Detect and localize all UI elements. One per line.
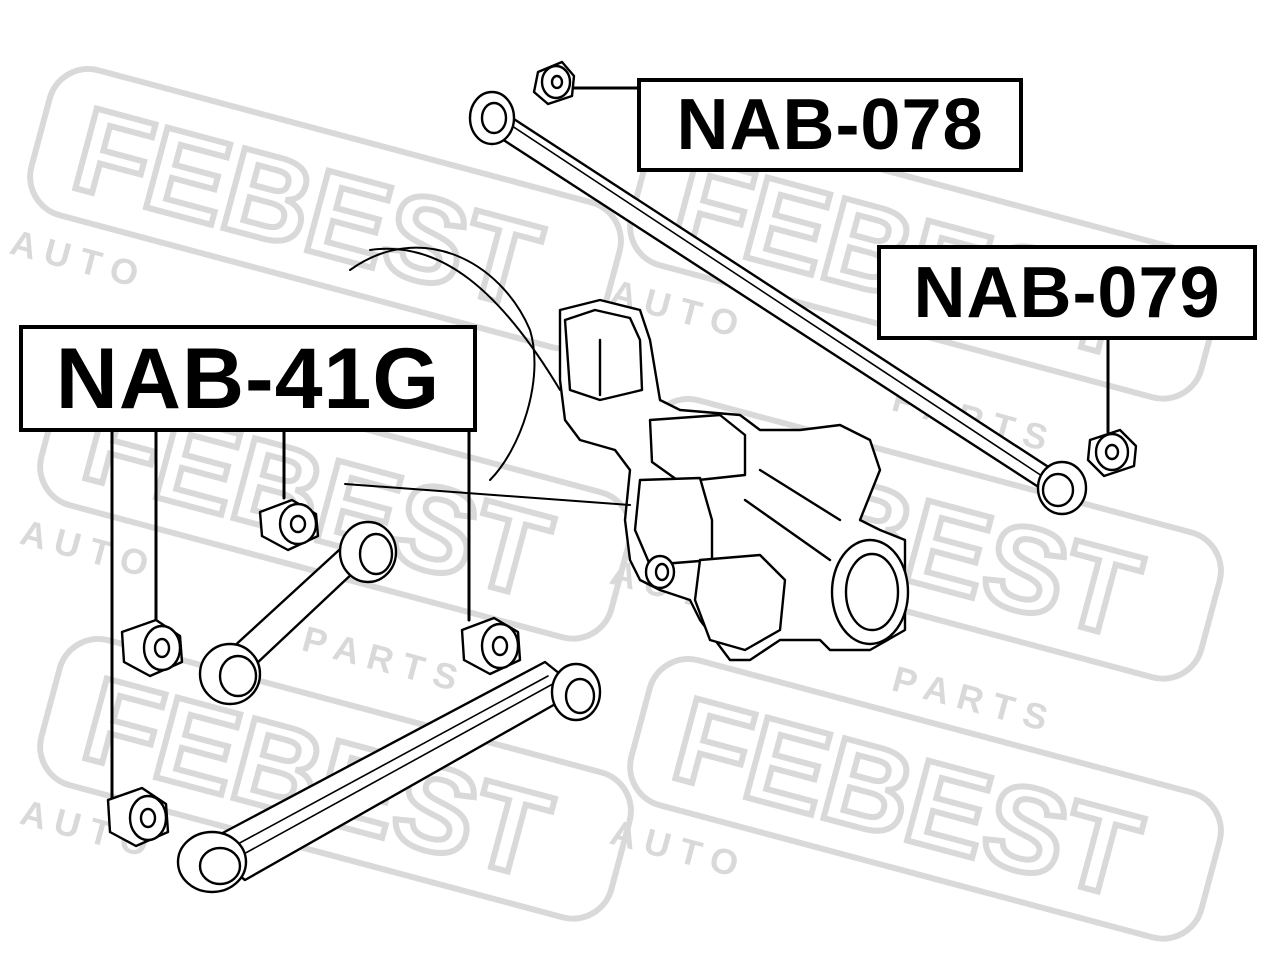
part-number-text: NAB-079 — [913, 252, 1221, 333]
lateral-rod-eye-left-hole — [480, 101, 508, 135]
bushing-nab-41g-d — [460, 616, 522, 676]
reference-lines — [344, 246, 631, 506]
short-arm-eye-top-hole — [358, 532, 394, 576]
bushing-hole — [1104, 443, 1120, 461]
part-label-nab-078: NAB-078 — [637, 78, 1023, 172]
part-number-text: NAB-078 — [676, 85, 984, 165]
reference-line — [344, 483, 631, 506]
bushing-nab-41g-c — [258, 498, 320, 552]
lower-arm-rib — [211, 675, 549, 859]
part-number-text: NAB-41G — [55, 330, 441, 427]
reference-curve — [349, 246, 536, 481]
bushing-hole — [491, 635, 509, 657]
lower-arm-rib — [221, 679, 561, 867]
diff-mount-bushing-hole — [654, 562, 670, 582]
diff-side-block — [633, 476, 714, 567]
short-control-arm — [198, 520, 398, 706]
bushing-nab-41g-b — [120, 618, 184, 678]
bushing-hole — [289, 514, 307, 534]
part-label-nab-41g: NAB-41G — [19, 325, 477, 432]
leader-lines — [110, 86, 1110, 802]
lower-arm-eye-left-hole — [198, 846, 242, 886]
lateral-rod-eye-right-hole — [1041, 472, 1075, 508]
bushing-hole — [153, 637, 171, 659]
part-label-nab-079: NAB-079 — [877, 245, 1257, 340]
bushing-nab-41g-a — [106, 786, 170, 848]
bushing-hole — [139, 807, 157, 829]
diff-detail-line — [758, 468, 842, 522]
bushing-nab-079 — [1086, 428, 1138, 478]
reference-curve — [369, 247, 561, 391]
lateral-rod — [468, 90, 1088, 516]
watermark-brand-text: FEBEST — [661, 672, 1153, 924]
short-arm-eye-bottom-hole — [218, 654, 258, 698]
drawing-layer — [106, 60, 1138, 894]
diff-axle-flange-inner — [844, 552, 900, 632]
lower-control-arm — [176, 660, 602, 894]
lateral-rod-center — [499, 117, 1046, 479]
diff-center-block — [648, 413, 747, 484]
differential-carrier — [558, 298, 910, 662]
watermark-parts-text: P A R T S — [888, 658, 1052, 739]
diff-detail-line — [743, 498, 832, 562]
diff-upper-mount — [563, 308, 644, 402]
watermark-brand-text: FEBEST — [71, 652, 563, 904]
bushing-hole — [550, 74, 564, 90]
diff-lower-block — [693, 553, 787, 652]
bushing-nab-078 — [532, 60, 576, 106]
lower-arm-eye-right-hole — [564, 677, 596, 715]
watermark-parts-text: P A R T S — [298, 618, 462, 699]
